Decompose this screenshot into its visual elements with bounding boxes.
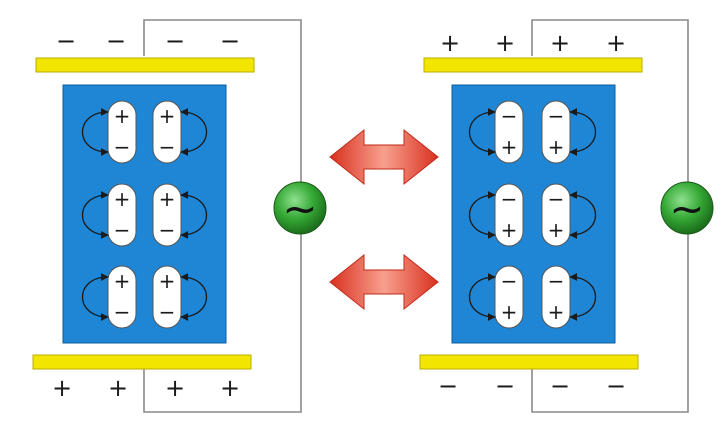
left-top-plate-sign: −	[56, 27, 76, 55]
dipole-rotation-arrow-icon	[569, 273, 596, 321]
dipole: +−	[152, 265, 182, 329]
dipole-bottom-sign: +	[548, 135, 565, 159]
left-bottom-plate-sign: +	[165, 374, 185, 402]
right-bottom-plate-sign: −	[438, 372, 458, 400]
ac-source-symbol: ~	[282, 184, 317, 233]
left-ac-source: ~	[273, 181, 327, 235]
dipole-top-sign: −	[501, 269, 518, 293]
dipole-bottom-sign: −	[114, 135, 131, 159]
right-bottom-plate-sign: −	[606, 372, 626, 400]
dipole-bottom-sign: −	[114, 300, 131, 324]
ac-source-icon	[660, 181, 714, 235]
dipole-bottom-sign: +	[548, 218, 565, 242]
right-bottom-plate-sign: −	[550, 372, 570, 400]
right-top-plate-sign: +	[606, 29, 626, 57]
left-top-plate-sign: −	[106, 27, 126, 55]
dipole: −+	[541, 265, 571, 329]
left-bottom-plate-sign: +	[220, 374, 240, 402]
dipole: −+	[494, 100, 524, 164]
dipole-bottom-sign: +	[548, 300, 565, 324]
dipole-top-sign: −	[501, 187, 518, 211]
dipole-bottom-sign: +	[501, 135, 518, 159]
dipole-top-sign: +	[114, 104, 131, 128]
dipole-top-sign: −	[548, 104, 565, 128]
ac-source-symbol: ~	[669, 184, 704, 233]
right-ac-source: ~	[660, 181, 714, 235]
dipole-bottom-sign: −	[159, 300, 176, 324]
left-dielectric-block	[62, 84, 227, 344]
left-bottom-plate-sign: +	[108, 374, 128, 402]
dipole-top-sign: +	[159, 104, 176, 128]
dipole-top-sign: −	[501, 104, 518, 128]
left-dipole-grid: +−+−+−+−+−+−	[82, 100, 207, 329]
double-headed-arrow-icon	[329, 253, 439, 311]
middle-arrows	[329, 128, 439, 311]
dipole-top-sign: −	[548, 187, 565, 211]
left-bottom-plate	[32, 354, 252, 370]
dipole-rotation-arrow-icon	[180, 273, 207, 321]
right-top-plate-sign: +	[440, 29, 460, 57]
dipole: +−	[107, 183, 137, 247]
dipole-rotation-arrow-icon	[569, 191, 596, 239]
dipole-top-sign: −	[548, 269, 565, 293]
dipole: +−	[107, 265, 137, 329]
dipole-rotation-arrow-icon	[82, 273, 109, 321]
dipole-top-sign: +	[159, 187, 176, 211]
dipole: −+	[494, 183, 524, 247]
dipole-top-sign: +	[114, 187, 131, 211]
dipole: −+	[541, 183, 571, 247]
left-bottom-plate-sign: +	[52, 374, 72, 402]
right-top-plate	[423, 57, 643, 73]
dipole-bottom-sign: −	[159, 135, 176, 159]
dipole: −+	[494, 265, 524, 329]
right-bottom-plate-sign: −	[495, 372, 515, 400]
left-top-plate	[35, 57, 255, 73]
right-dielectric-block	[451, 84, 616, 344]
right-top-plate-sign: +	[550, 29, 570, 57]
left-panel: − − − − + + + + +−+−+−+−+−+− ~	[32, 19, 327, 413]
double-headed-arrow-icon	[329, 128, 439, 186]
dipole-rotation-arrow-icon	[469, 191, 496, 239]
dipole-rotation-arrow-icon	[469, 108, 496, 156]
dipole: +−	[152, 100, 182, 164]
dipole: −+	[541, 100, 571, 164]
right-top-plate-sign: +	[495, 29, 515, 57]
dipole-rotation-arrow-icon	[82, 191, 109, 239]
dipole-bottom-sign: +	[501, 300, 518, 324]
left-top-plate-sign: −	[165, 27, 185, 55]
dipole-bottom-sign: +	[501, 218, 518, 242]
ac-source-icon	[273, 181, 327, 235]
right-dipole-grid: −+−+−+−+−+−+	[469, 100, 596, 329]
dipole: +−	[107, 100, 137, 164]
dipole-bottom-sign: −	[114, 218, 131, 242]
dipole-bottom-sign: −	[159, 218, 176, 242]
dipole-rotation-arrow-icon	[469, 273, 496, 321]
dipole-rotation-arrow-icon	[180, 108, 207, 156]
dipole-rotation-arrow-icon	[180, 191, 207, 239]
right-bottom-plate	[419, 354, 639, 370]
dipole-top-sign: +	[114, 269, 131, 293]
left-top-plate-sign: −	[220, 27, 240, 55]
dipole-top-sign: +	[159, 269, 176, 293]
dipole-rotation-arrow-icon	[569, 108, 596, 156]
dipole: +−	[152, 183, 182, 247]
dipole-rotation-arrow-icon	[82, 108, 109, 156]
right-panel: + + + + − − − − −+−+−+−+−+−+ ~	[419, 19, 714, 413]
